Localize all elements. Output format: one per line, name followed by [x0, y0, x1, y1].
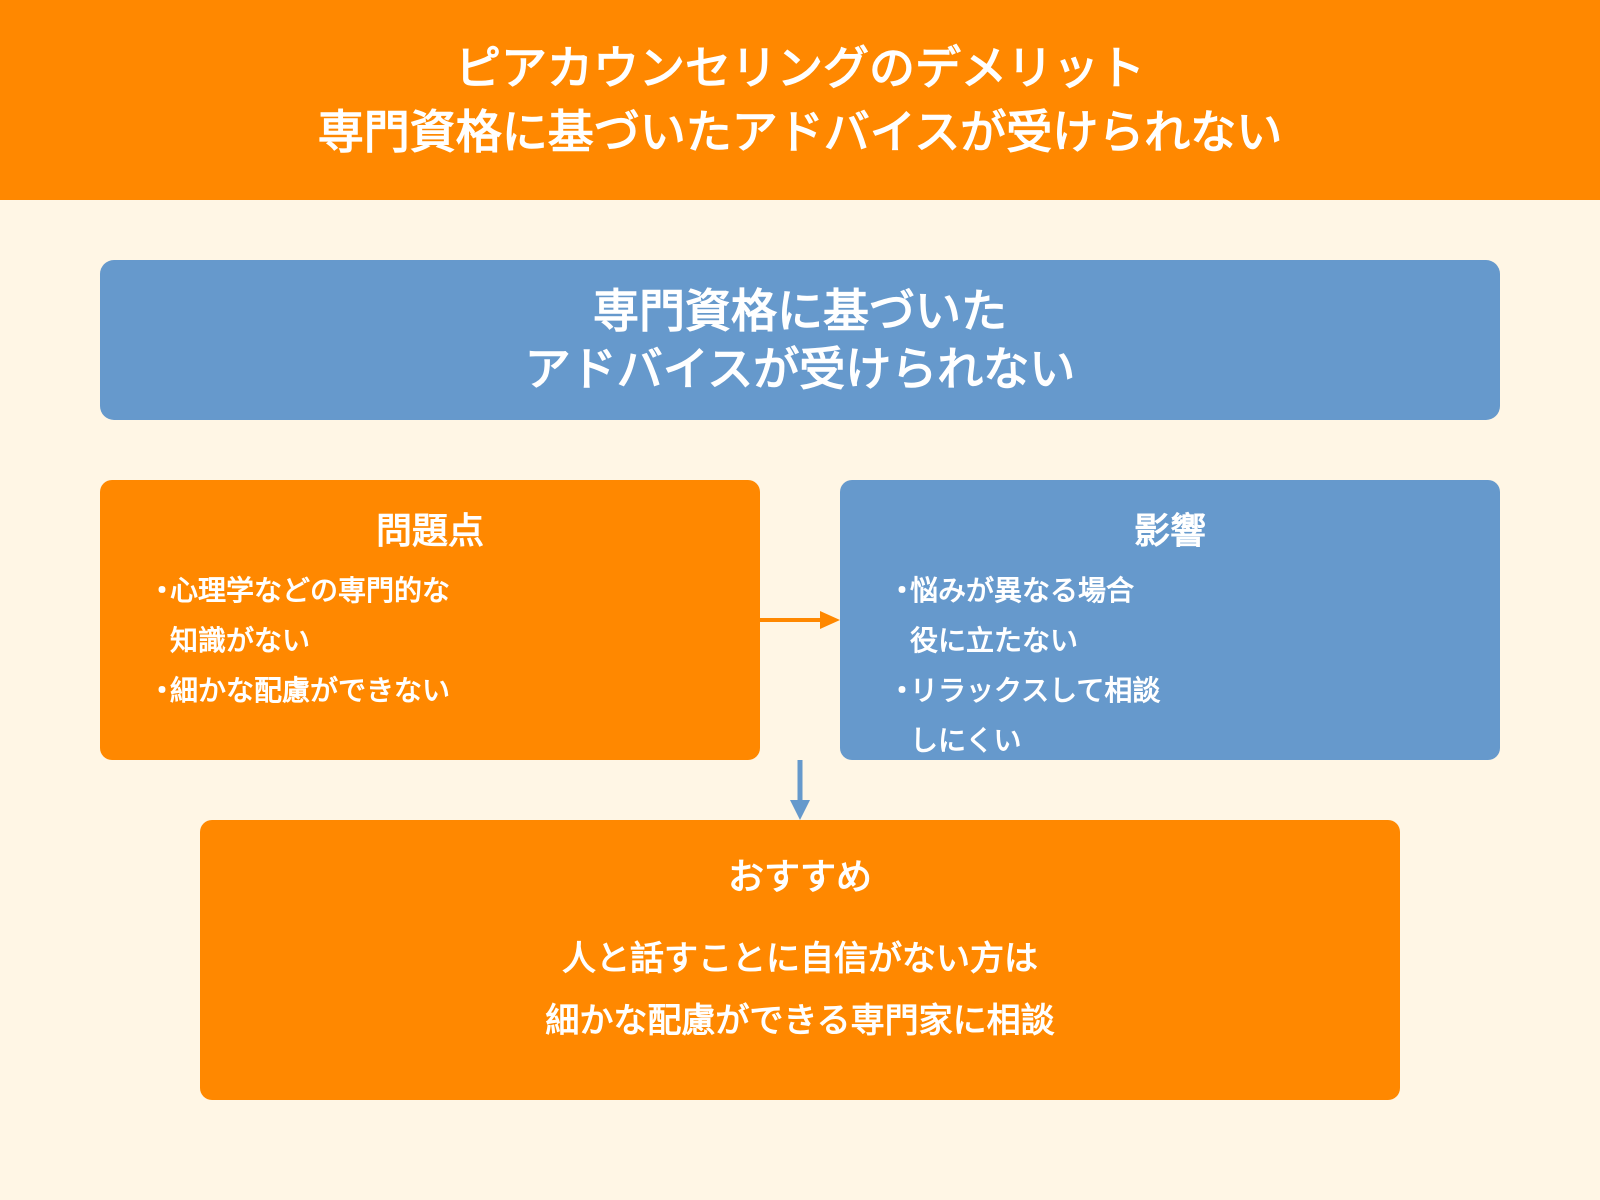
recommendation-body: 人と話すことに自信がない方は 細かな配慮ができる専門家に相談 [200, 928, 1400, 1052]
recommendation-line1: 人と話すことに自信がない方は [562, 939, 1038, 979]
list-item: ・ リラックスして相談 しにくい [888, 666, 1500, 766]
header-title-line1: ピアカウンセリングのデメリット [455, 41, 1145, 95]
problem-item-text: 心理学などの専門的な 知識がない [170, 574, 451, 657]
header-banner: ピアカウンセリングのデメリット 専門資格に基づいたアドバイスが受けられない [0, 0, 1600, 200]
list-item: ・ 心理学などの専門的な 知識がない [148, 566, 760, 666]
problem-item-text: 細かな配慮ができない [170, 674, 451, 707]
header-title-line2: 専門資格に基づいたアドバイスが受けられない [317, 105, 1283, 159]
bullet-dot: ・ [148, 674, 177, 707]
bullet-dot: ・ [888, 674, 917, 707]
list-item: ・ 悩みが異なる場合 役に立たない [888, 566, 1500, 666]
main-topic-box: 専門資格に基づいた アドバイスが受けられない [100, 260, 1500, 420]
impact-item-text: 悩みが異なる場合 役に立たない [910, 574, 1135, 657]
bullet-dot: ・ [148, 574, 177, 607]
main-topic-line2: アドバイスが受けられない [524, 342, 1076, 396]
list-item: ・ 細かな配慮ができない [148, 666, 760, 716]
main-topic-line1: 専門資格に基づいた [593, 284, 1007, 338]
impact-title: 影響 [1133, 511, 1206, 552]
recommendation-box: おすすめ 人と話すことに自信がない方は 細かな配慮ができる専門家に相談 [200, 820, 1400, 1100]
arrow-right-icon [760, 611, 840, 629]
problem-list: ・ 心理学などの専門的な 知識がない ・ 細かな配慮ができない [100, 566, 760, 716]
bullet-dot: ・ [888, 574, 917, 607]
arrow-down-icon [790, 760, 810, 820]
recommendation-line2: 細かな配慮ができる専門家に相談 [545, 1001, 1055, 1041]
recommendation-title: おすすめ [727, 857, 872, 898]
problem-title: 問題点 [375, 511, 484, 552]
impact-item-text: リラックスして相談 しにくい [910, 674, 1161, 757]
impact-list: ・ 悩みが異なる場合 役に立たない ・ リラックスして相談 しにくい [840, 566, 1500, 766]
problem-card: 問題点 ・ 心理学などの専門的な 知識がない ・ 細かな配慮ができない [100, 480, 760, 760]
impact-card: 影響 ・ 悩みが異なる場合 役に立たない ・ リラックスして相談 しにくい [840, 480, 1500, 760]
